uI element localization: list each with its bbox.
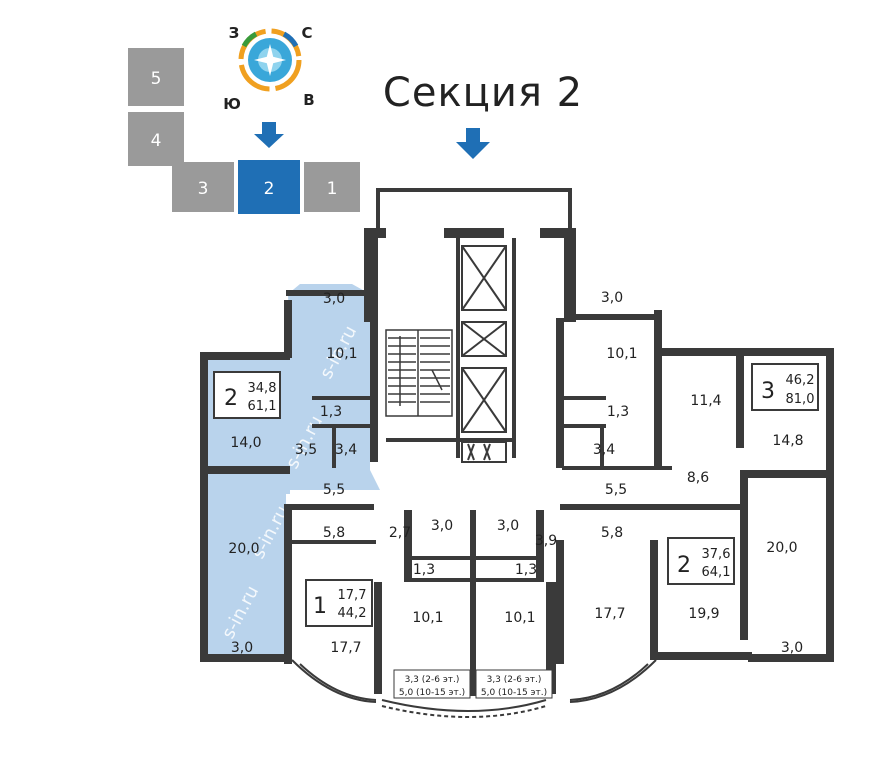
svg-text:44,2: 44,2	[338, 606, 367, 621]
elevators	[461, 245, 507, 463]
key-section-2-label: 2	[264, 179, 275, 199]
svg-text:5,0 (10-15 эт.): 5,0 (10-15 эт.)	[399, 688, 465, 698]
svg-text:3: 3	[761, 379, 775, 404]
svg-text:3,0: 3,0	[431, 518, 453, 534]
key-section-1-label: 1	[327, 179, 338, 199]
svg-text:2: 2	[677, 553, 691, 578]
key-section-4-label: 4	[151, 131, 162, 151]
svg-text:3,3 (2-6 эт.): 3,3 (2-6 эт.)	[487, 675, 542, 685]
key-section-5-label: 5	[151, 69, 162, 89]
svg-text:8,6: 8,6	[687, 470, 709, 486]
key-plan: 5 4 3 2 1	[128, 48, 360, 214]
svg-text:1: 1	[313, 594, 327, 619]
compass-west: З	[229, 24, 240, 42]
svg-text:3,0: 3,0	[781, 640, 803, 656]
svg-text:5,8: 5,8	[601, 525, 623, 541]
svg-text:3,0: 3,0	[601, 290, 623, 306]
svg-text:5,5: 5,5	[605, 482, 627, 498]
bay-windows	[291, 659, 657, 718]
svg-text:1,3: 1,3	[607, 404, 629, 420]
svg-text:3,9: 3,9	[535, 533, 557, 549]
svg-text:14,8: 14,8	[772, 433, 803, 449]
svg-text:19,9: 19,9	[688, 606, 719, 622]
apartment-label-right-two[interactable]: 2 37,6 64,1	[667, 537, 735, 585]
svg-text:20,0: 20,0	[766, 540, 797, 556]
apartment-label-right-three[interactable]: 3 46,2 81,0	[751, 363, 819, 411]
key-plan-arrow-icon	[254, 122, 284, 148]
apartment-label-left-two[interactable]: 2 34,8 61,1	[213, 371, 281, 419]
svg-text:1,3: 1,3	[515, 562, 537, 578]
compass-north: С	[301, 24, 312, 42]
svg-text:3,4: 3,4	[593, 442, 615, 458]
svg-text:10,1: 10,1	[504, 610, 535, 626]
svg-text:10,1: 10,1	[326, 346, 357, 362]
svg-text:64,1: 64,1	[702, 565, 731, 580]
svg-text:17,7: 17,7	[594, 606, 625, 622]
walls	[200, 188, 834, 696]
svg-text:3,3 (2-6 эт.): 3,3 (2-6 эт.)	[405, 675, 460, 685]
balcony-note-left: 3,3 (2-6 эт.) 5,0 (10-15 эт.)	[393, 669, 471, 699]
apartment-highlight[interactable]	[206, 284, 380, 660]
key-section-3[interactable]: 3	[172, 162, 234, 212]
balcony-note-right: 3,3 (2-6 эт.) 5,0 (10-15 эт.)	[475, 669, 553, 699]
svg-text:2: 2	[224, 386, 238, 411]
key-section-2-active[interactable]: 2	[238, 160, 300, 214]
svg-text:3,0: 3,0	[323, 291, 345, 307]
svg-text:34,8: 34,8	[248, 381, 277, 396]
svg-text:17,7: 17,7	[330, 640, 361, 656]
compass: З С Ю В	[223, 24, 315, 113]
svg-text:2,7: 2,7	[389, 525, 411, 541]
svg-text:5,5: 5,5	[323, 482, 345, 498]
svg-text:5,8: 5,8	[323, 525, 345, 541]
key-section-1[interactable]: 1	[304, 162, 360, 212]
svg-text:61,1: 61,1	[248, 399, 277, 414]
svg-text:1,3: 1,3	[413, 562, 435, 578]
apartment-label-one[interactable]: 1 17,7 44,2	[305, 579, 373, 627]
svg-text:3,5: 3,5	[295, 442, 317, 458]
svg-text:46,2: 46,2	[786, 373, 815, 388]
stairs	[385, 329, 453, 417]
key-section-3-label: 3	[198, 179, 209, 199]
entrance-arrow-icon	[456, 128, 490, 159]
svg-text:81,0: 81,0	[786, 392, 815, 407]
svg-text:3,0: 3,0	[231, 640, 253, 656]
key-section-5[interactable]: 5	[128, 48, 184, 106]
section-title: Секция 2	[383, 70, 583, 116]
key-section-4[interactable]: 4	[128, 112, 184, 166]
svg-text:1,3: 1,3	[320, 404, 342, 420]
svg-text:5,0 (10-15 эт.): 5,0 (10-15 эт.)	[481, 688, 547, 698]
svg-text:10,1: 10,1	[412, 610, 443, 626]
compass-south: Ю	[223, 95, 241, 113]
svg-text:14,0: 14,0	[230, 435, 261, 451]
svg-text:20,0: 20,0	[228, 541, 259, 557]
compass-east: В	[303, 91, 314, 109]
svg-text:17,7: 17,7	[338, 588, 367, 603]
svg-text:10,1: 10,1	[606, 346, 637, 362]
room-areas: 3,0 10,1 1,3 3,4 14,0 3,5 5,5 20,0 3,0 5…	[228, 290, 803, 656]
svg-text:3,0: 3,0	[497, 518, 519, 534]
svg-text:3,4: 3,4	[335, 442, 357, 458]
svg-text:37,6: 37,6	[702, 547, 731, 562]
compass-star-icon	[254, 44, 286, 76]
svg-text:11,4: 11,4	[690, 393, 721, 409]
